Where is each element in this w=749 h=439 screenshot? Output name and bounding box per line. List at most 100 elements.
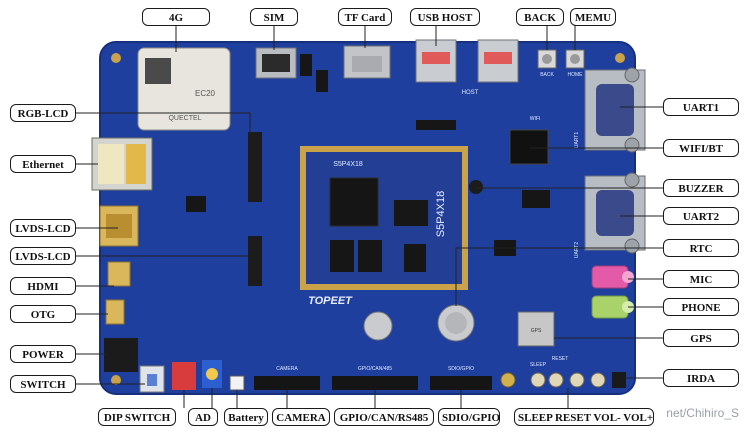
leader-rtc	[455, 247, 663, 306]
label-switch: SWITCH	[10, 375, 76, 393]
core-pmic	[394, 200, 428, 226]
label-power: POWER	[10, 345, 76, 363]
host-silk: HOST	[462, 90, 479, 96]
small-chip	[316, 70, 328, 92]
label-gps: GPS	[663, 329, 739, 347]
gps-silk: GPS	[531, 328, 542, 334]
watermark: net/Chihiro_S	[666, 406, 739, 420]
ad-potentiometer-knob	[206, 368, 218, 380]
small-chip	[522, 190, 550, 208]
uart1-connector-d	[596, 84, 634, 136]
camera-silk: CAMERA	[276, 366, 298, 372]
vol-plus-button	[590, 372, 606, 388]
mic-jack-hole	[622, 271, 634, 283]
dip-switch	[172, 362, 196, 390]
tf-card-notch	[352, 56, 382, 72]
usb-host-port-1-inner	[422, 52, 450, 64]
label-otg: OTG	[10, 305, 76, 323]
label-memu: MEMU	[570, 8, 616, 26]
4g-qr-code	[145, 58, 171, 84]
gps-antenna-connector	[500, 372, 516, 388]
vol-minus-button	[569, 372, 585, 388]
brand-silk: TOPEET	[308, 295, 353, 307]
label-gpio-can-rs485: GPIO/CAN/RS485	[334, 408, 434, 426]
4g-module-model: EC20	[195, 89, 216, 98]
core-model-silk: S5P4X18	[333, 161, 363, 168]
label-dip-switch: DIP SWITCH	[98, 408, 176, 426]
hdmi-port	[107, 261, 131, 287]
rtc-coin-cell-center	[445, 312, 467, 334]
ethernet-port-face	[126, 144, 146, 184]
mount-hole	[615, 53, 625, 63]
uart2-silk: UART2	[574, 242, 580, 259]
mount-hole	[111, 375, 121, 385]
label-back: BACK	[516, 8, 564, 26]
small-chip	[186, 196, 206, 212]
otg-port	[105, 299, 125, 325]
label-sdio-gpio: SDIO/GPIO	[438, 408, 500, 426]
uart2-screw	[624, 172, 640, 188]
reset-silk: RESET	[552, 356, 569, 362]
camera-header	[254, 376, 320, 390]
capacitor	[363, 311, 393, 341]
leader-rgb-lcd	[76, 112, 251, 134]
core-ram	[330, 240, 354, 272]
sleep-button	[530, 372, 546, 388]
uart1-connector	[584, 69, 646, 151]
usb-host-port-2-inner	[484, 52, 512, 64]
label-mic: MIC	[663, 270, 739, 288]
small-chip	[416, 120, 456, 130]
home-button-cap	[570, 54, 580, 64]
uart1-screw	[624, 67, 640, 83]
label-battery: Battery	[224, 408, 268, 426]
label-tf-card: TF Card	[338, 8, 392, 26]
label-uart1: UART1	[663, 98, 739, 116]
label-buttons: SLEEP RESET VOL- VOL+	[514, 408, 654, 426]
label-buzzer: BUZZER	[663, 179, 739, 197]
label-hdmi: HDMI	[10, 277, 76, 295]
label-rgb-lcd: RGB-LCD	[10, 104, 76, 122]
label-camera: CAMERA	[272, 408, 330, 426]
label-sim: SIM	[250, 8, 298, 26]
4g-module-brand: QUECTEL	[168, 115, 201, 122]
label-uart2: UART2	[663, 207, 739, 225]
back-button-cap	[542, 54, 552, 64]
small-chip	[300, 54, 312, 76]
label-4g: 4G	[142, 8, 210, 26]
sdio-silk: SDIO/GPIO	[448, 366, 474, 372]
label-lvds-lcd-2: LVDS-LCD	[10, 247, 76, 265]
uart2-connector-d	[596, 190, 634, 236]
label-ethernet: Ethernet	[10, 155, 76, 173]
mount-hole	[111, 53, 121, 63]
label-usb-host: USB HOST	[410, 8, 480, 26]
battery-holder	[229, 375, 245, 391]
back-silk: BACK	[540, 72, 554, 78]
lvds-fpc	[248, 236, 262, 286]
reset-button	[548, 372, 564, 388]
sleep-silk: SLEEP	[530, 362, 547, 368]
uart1-screw	[624, 137, 640, 153]
home-silk: HOME	[568, 72, 584, 78]
sdio-header	[430, 376, 492, 390]
core-ram	[358, 240, 382, 272]
uart2-screw	[624, 238, 640, 254]
label-irda: IRDA	[663, 369, 739, 387]
wifi-module	[509, 129, 549, 165]
sim-slot-inner	[262, 54, 290, 72]
label-ad: AD	[188, 408, 218, 426]
core-ram	[404, 244, 426, 272]
uart1-silk: UART1	[574, 132, 580, 149]
power-switch-lever	[147, 374, 157, 386]
label-wifi-bt: WIFI/BT	[663, 139, 739, 157]
ethernet-port-face	[98, 144, 124, 184]
rgb-lcd-fpc	[248, 132, 262, 202]
gpio-silk: GPIO/CAN/485	[358, 366, 392, 372]
gps-module	[517, 311, 555, 347]
buzzer	[469, 180, 483, 194]
wifi-silk: WIFI	[530, 116, 541, 122]
core-soc	[329, 177, 379, 227]
label-rtc: RTC	[663, 239, 739, 257]
power-jack	[104, 338, 138, 372]
